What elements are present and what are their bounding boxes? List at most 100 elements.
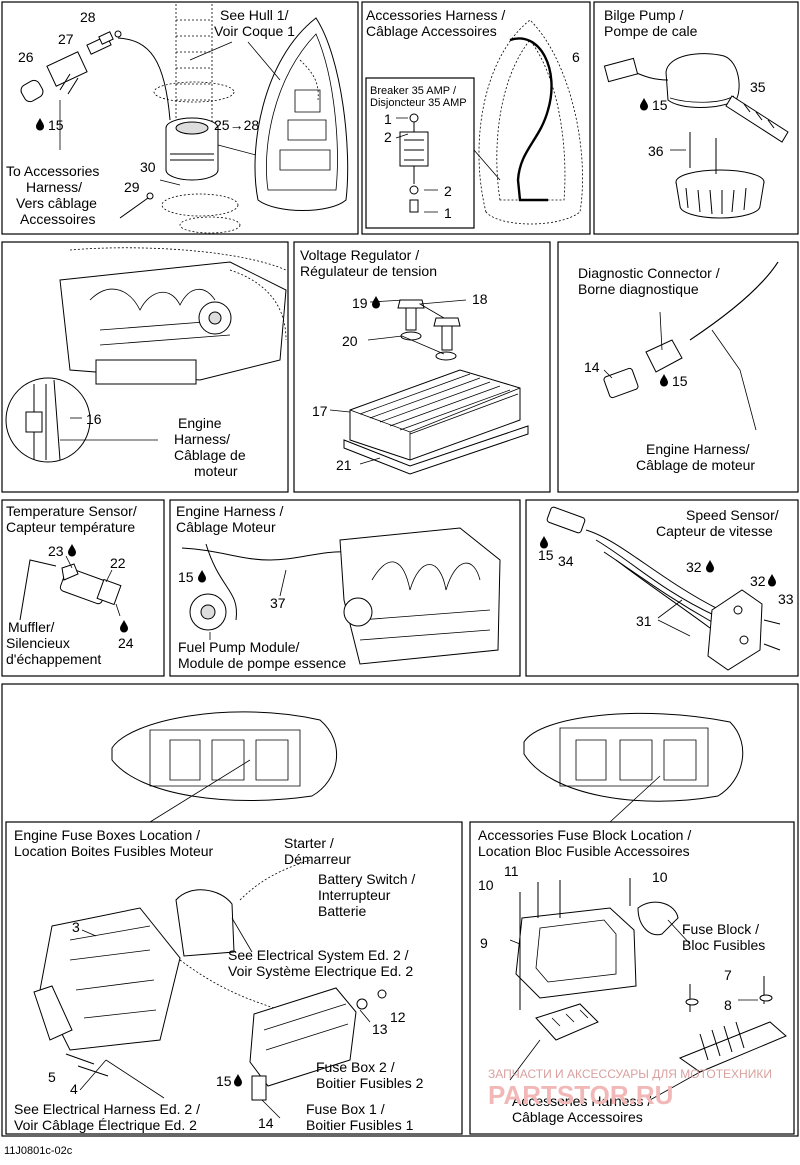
label-bilge-2: Pompe de cale [604, 23, 698, 39]
callout: 21 [336, 457, 352, 473]
panel-fuel-pump [169, 499, 521, 677]
callout: 4 [70, 1081, 78, 1097]
panel-speed-sensor [525, 499, 799, 677]
label-speed-2: Capteur de vitesse [656, 523, 773, 539]
label-eng-harness-1d: moteur [194, 463, 238, 479]
label-battery-2: Interrupteur [318, 887, 391, 903]
callout: 26 [18, 49, 34, 65]
label-battery-3: Batterie [318, 903, 366, 919]
label-acc-harness-b1: Accessories Harness / [512, 1093, 651, 1109]
panel9-artwork [546, 506, 781, 671]
label-eng-harness-3b: Câblage Moteur [176, 519, 276, 535]
panel2-artwork [365, 19, 583, 229]
sealant-drop-icon [706, 560, 714, 573]
callout: 30 [140, 159, 156, 175]
callout: 23 [48, 543, 64, 559]
callout: 29 [124, 179, 140, 195]
sealant-drop-icon [640, 98, 648, 111]
panel-accessories-harness [361, 1, 591, 235]
callout: 1 [384, 111, 392, 127]
watermark-text: ЗАПЧАСТИ И АКСЕССУАРЫ ДЛЯ МОТОТЕХНИКИ [488, 1067, 772, 1081]
callout: 34 [558, 553, 574, 569]
callout: 15 [48, 117, 64, 133]
label-acc-harness-1: Accessories Harness / [366, 7, 505, 23]
label-see-elec-2: Voir Système Electrique Ed. 2 [228, 963, 413, 979]
callout: 5 [48, 1069, 56, 1085]
sealant-drop-icon [660, 374, 668, 387]
label-diag-2: Borne diagnostique [578, 281, 699, 297]
label-diag-1: Diagnostic Connector / [578, 265, 720, 281]
callout: 25→28 [214, 117, 259, 133]
label-acc-harness-b2: Câblage Accessoires [512, 1109, 643, 1125]
callout: 18 [472, 291, 488, 307]
panel10-hull-views [111, 711, 744, 823]
callout: 35 [750, 79, 766, 95]
panel1-artwork [20, 4, 349, 234]
sealant-drop-icon [198, 570, 206, 583]
callout: 27 [58, 31, 74, 47]
callout: 9 [480, 935, 488, 951]
label-fuse-block-1: Fuse Block / [682, 921, 759, 937]
callout: 28 [80, 9, 96, 25]
label-eng-harness-1c: Câblage de [174, 447, 246, 463]
label-eng-harness-2b: Câblage de moteur [636, 457, 755, 473]
label-eng-harness-1b: Harness/ [174, 431, 230, 447]
label-see-hull-1: See Hull 1/ [220, 7, 289, 23]
callout-numbers: 28 27 26 15 25→28 30 29 6 1 2 2 1 35 15 … [18, 9, 794, 1131]
callout: 36 [648, 143, 664, 159]
panel8-artwork [181, 527, 501, 665]
callout: 24 [118, 635, 134, 651]
text-labels: See Hull 1/ Voir Coque 1 To Accessories … [4, 7, 779, 1157]
drawing-number: 11J0801c-02c [4, 1145, 73, 1157]
callout: 15 [216, 1073, 232, 1089]
callout: 2 [384, 129, 392, 145]
callout: 7 [724, 967, 732, 983]
label-see-harness-2: Voir Câblage Électrique Ed. 2 [14, 1117, 197, 1133]
callout: 6 [572, 49, 580, 65]
label-engine-fuse-1: Engine Fuse Boxes Location / [14, 827, 200, 843]
callout: 32 [686, 559, 702, 575]
label-breaker-2: Disjoncteur 35 AMP [370, 97, 467, 109]
callout: 10 [652, 869, 668, 885]
label-to-acc-2: Harness/ [26, 179, 82, 195]
label-muffler-3: d'échappement [6, 651, 101, 667]
panel-engine-fuse-boxes [5, 821, 463, 1135]
callout: 10 [478, 877, 494, 893]
label-see-harness-1: See Electrical Harness Ed. 2 / [14, 1101, 200, 1117]
sealant-drop-icon [372, 296, 380, 309]
sealant-drop-icon [234, 1074, 242, 1087]
callout: 13 [372, 1021, 388, 1037]
label-fuse-block-2: Bloc Fusibles [682, 937, 765, 953]
label-eng-harness-1a: Engine [178, 415, 222, 431]
callout: 32 [750, 573, 766, 589]
callout: 14 [584, 359, 600, 375]
label-eng-harness-3a: Engine Harness / [176, 503, 284, 519]
panel12-artwork [509, 878, 787, 1101]
callout: 12 [390, 1009, 406, 1025]
label-fusebox2-1: Fuse Box 2 / [316, 1059, 395, 1075]
sealant-drop-icon [120, 620, 128, 633]
panel3-artwork [603, 53, 789, 219]
panel-voltage-regulator [293, 241, 551, 493]
callout: 15 [672, 373, 688, 389]
label-breaker-1: Breaker 35 AMP / [370, 85, 457, 97]
label-acc-fuse-1: Accessories Fuse Block Location / [478, 827, 691, 843]
label-temp-1: Temperature Sensor/ [6, 503, 137, 519]
label-muffler-1: Muffler/ [8, 619, 55, 635]
callout: 2 [444, 183, 452, 199]
callout: 17 [312, 403, 328, 419]
callout: 3 [72, 919, 80, 935]
callout: 19 [352, 295, 368, 311]
label-bilge-1: Bilge Pump / [604, 7, 683, 23]
callout: 20 [342, 333, 358, 349]
label-to-acc-4: Accessoires [20, 211, 95, 227]
panel-diagnostic-connector [557, 241, 799, 493]
callout: 16 [86, 411, 102, 427]
panel-fuse-locations [1, 683, 799, 1137]
sealant-drop-icon [68, 544, 76, 557]
panel-bilge-pump [593, 1, 799, 235]
label-battery-1: Battery Switch / [318, 871, 415, 887]
callout: 1 [444, 205, 452, 221]
label-fuel-2: Module de pompe essence [178, 655, 346, 671]
panel-hull-connectors [1, 1, 359, 235]
